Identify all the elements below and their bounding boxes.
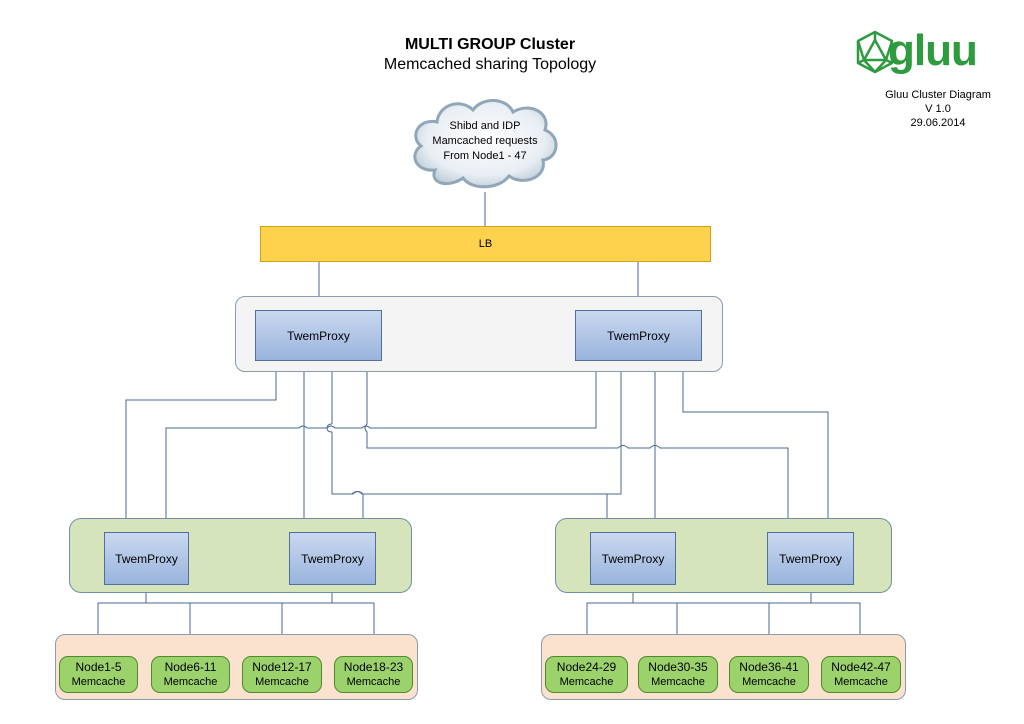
cloud-line-2: Mamcached requests xyxy=(432,135,538,147)
mid-proxy-4: TwemProxy xyxy=(767,532,854,585)
memcache-node: Node36-41 Memcache xyxy=(729,656,809,693)
node-name: Node30-35 xyxy=(648,659,708,674)
node-sub: Memcache xyxy=(163,675,218,688)
node-sub: Memcache xyxy=(71,675,126,688)
node-sub: Memcache xyxy=(255,675,309,688)
memcache-node: Node18-23 Memcache xyxy=(334,656,413,693)
memcache-node: Node12-17 Memcache xyxy=(242,656,322,693)
node-sub: Memcache xyxy=(834,675,888,688)
node-name: Node6-11 xyxy=(164,659,217,674)
memcache-node: Node6-11 Memcache xyxy=(151,656,230,693)
node-name: Node36-41 xyxy=(739,659,799,674)
mid-proxy-3: TwemProxy xyxy=(590,532,676,585)
node-name: Node24-29 xyxy=(556,659,617,674)
cloud-line-3: From Node1 - 47 xyxy=(443,150,527,162)
diagram-title: MULTI GROUP Cluster xyxy=(404,36,576,53)
memcache-node: Node1-5 Memcache xyxy=(59,656,138,693)
meta-version: V 1.0 xyxy=(925,103,951,115)
cloud-label: Shibd and IDP Mamcached requests From No… xyxy=(405,119,565,164)
memcache-node: Node24-29 Memcache xyxy=(545,656,628,693)
top-proxy-left: TwemProxy xyxy=(255,310,382,361)
node-sub: Memcache xyxy=(346,675,401,688)
mid-proxy-2: TwemProxy xyxy=(289,532,376,585)
mid-proxy-1: TwemProxy xyxy=(104,532,189,585)
node-name: Node18-23 xyxy=(343,659,404,674)
meta-date: 29.06.2014 xyxy=(910,117,966,129)
node-sub: Memcache xyxy=(559,675,614,688)
icosahedron-logo-icon xyxy=(856,30,894,74)
node-name: Node1-5 xyxy=(75,659,122,674)
top-proxy-right: TwemProxy xyxy=(575,310,702,361)
memcache-node: Node30-35 Memcache xyxy=(638,656,718,693)
node-name: Node12-17 xyxy=(252,659,312,674)
load-balancer: LB xyxy=(260,226,711,262)
memcache-node: Node42-47 Memcache xyxy=(821,656,901,693)
node-name: Node42-47 xyxy=(831,659,891,674)
meta-name: Gluu Cluster Diagram xyxy=(885,89,991,101)
logo-text: gluu xyxy=(888,26,978,75)
node-sub: Memcache xyxy=(651,675,705,688)
cloud-line-1: Shibd and IDP xyxy=(449,120,521,132)
cloud-shape xyxy=(413,99,558,189)
diagram-subtitle: Memcached sharing Topology xyxy=(383,56,597,73)
node-sub: Memcache xyxy=(742,675,796,688)
